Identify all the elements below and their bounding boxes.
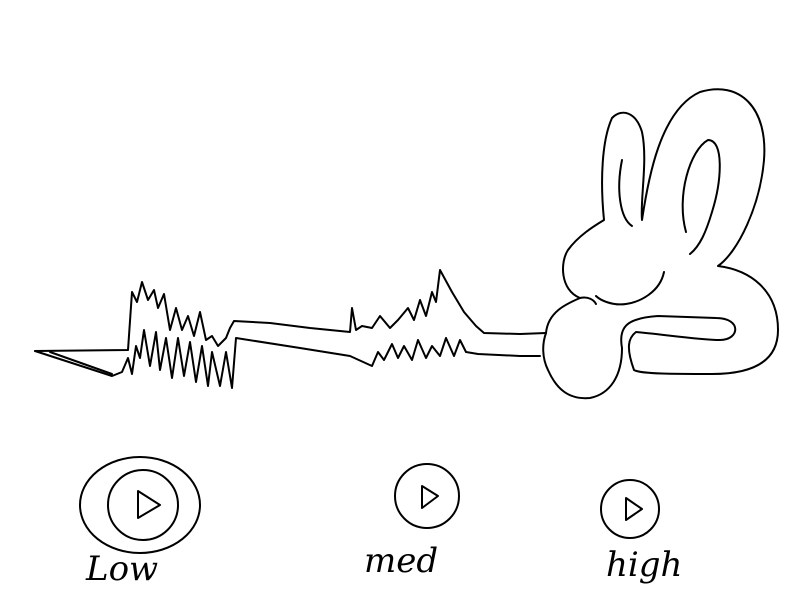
high-label: high bbox=[606, 545, 683, 585]
low-label: Low bbox=[86, 549, 159, 589]
high-play-icon bbox=[625, 497, 643, 521]
med-play-button[interactable] bbox=[394, 463, 460, 529]
high-play-button[interactable] bbox=[600, 479, 660, 539]
low-play-button[interactable] bbox=[79, 456, 201, 554]
low-selection-ring bbox=[79, 456, 201, 554]
med-play-icon bbox=[421, 485, 439, 509]
sound-wave-icon bbox=[34, 269, 547, 389]
low-play-icon bbox=[137, 490, 161, 519]
med-label: med bbox=[364, 541, 439, 581]
inner-ear-icon bbox=[542, 88, 779, 400]
